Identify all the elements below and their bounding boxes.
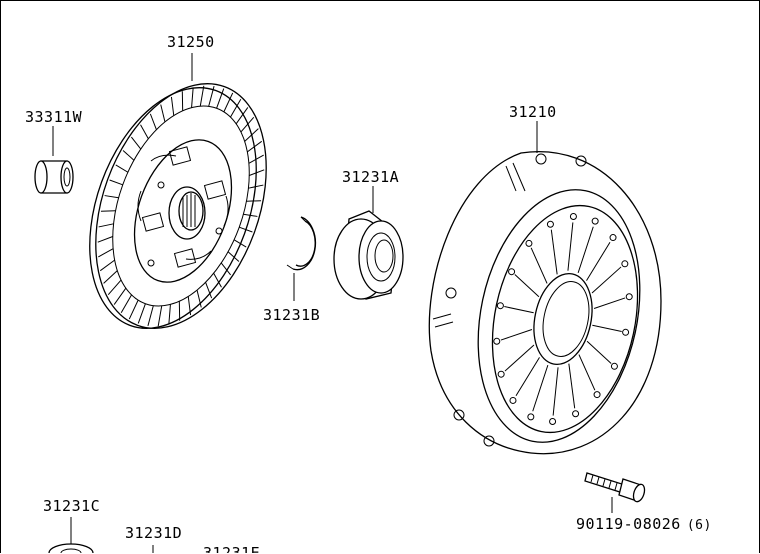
label-31231c: 31231C (43, 497, 101, 515)
clutch-disc-drawing (89, 83, 267, 329)
label-31231e: 31231E (203, 544, 261, 553)
bolt-quantity: (6) (686, 518, 712, 533)
label-31231d: 31231D (125, 524, 183, 542)
label-31250: 31250 (167, 33, 215, 51)
bolt-drawing (584, 472, 646, 503)
label-31210: 31210 (509, 103, 557, 121)
pilot-bearing-drawing (34, 160, 74, 194)
snap-ring-drawing (286, 216, 317, 271)
label-33311w: 33311W (25, 108, 83, 126)
label-31231a: 31231A (342, 168, 400, 186)
label-31231b: 31231B (263, 306, 321, 324)
pressure-plate-drawing (428, 151, 662, 455)
bolt-part-number: 90119-08026 (576, 515, 681, 533)
release-bearing-drawing (333, 210, 404, 300)
part-c-drawing (48, 543, 94, 553)
label-bolt: 90119-08026 (6) (576, 516, 712, 534)
